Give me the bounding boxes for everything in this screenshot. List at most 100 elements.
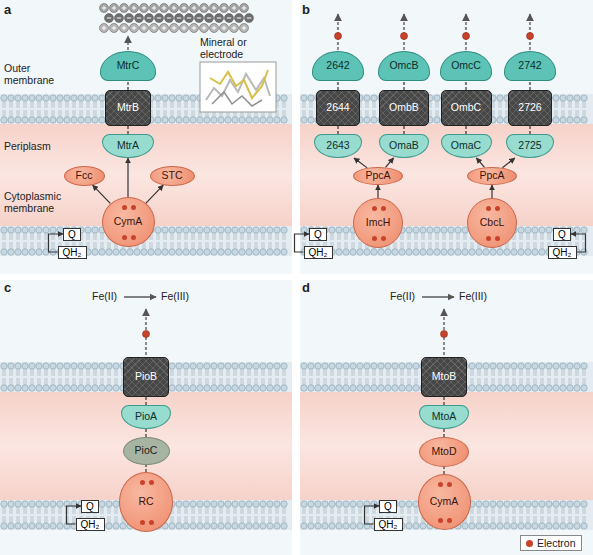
lipid-head	[78, 363, 84, 369]
lipid-head	[232, 363, 238, 369]
lipid-tail	[333, 369, 334, 376]
lipid-tail	[194, 369, 195, 376]
lipid-tail	[171, 110, 172, 117]
lipid-tail	[103, 242, 104, 249]
lipid-tail	[305, 378, 306, 385]
lipid-head	[190, 95, 196, 101]
lipid-tail	[276, 242, 277, 249]
lipid-head	[574, 385, 580, 391]
lipid-tail	[17, 233, 18, 240]
lipid-tail	[576, 369, 577, 376]
lipid-tail	[269, 378, 270, 385]
lipid-head	[50, 501, 56, 507]
lipid-head	[197, 227, 203, 233]
lipid-head	[539, 501, 545, 507]
lipid-tail	[192, 369, 193, 376]
lipid-head	[85, 227, 91, 233]
lipid-tail	[157, 233, 158, 240]
lipid-tail	[68, 110, 69, 117]
lipid-tail	[227, 369, 228, 376]
lipid-tail	[373, 378, 374, 385]
lipid-tail	[473, 242, 474, 249]
lipid-tail	[73, 110, 74, 117]
lipid-tail	[17, 110, 18, 117]
lipid-tail	[422, 233, 423, 240]
lipid-head	[218, 363, 224, 369]
lipid-tail	[564, 101, 565, 108]
lipid-tail	[241, 378, 242, 385]
lipid-tail	[52, 378, 53, 385]
lipid-head	[162, 95, 168, 101]
lipid-head	[155, 249, 161, 255]
lipid-tail	[38, 507, 39, 514]
lipid-head	[253, 227, 259, 233]
lipid-head	[413, 523, 419, 529]
lipid-tail	[40, 516, 41, 523]
lipid-tail	[317, 369, 318, 376]
lipid-tail	[571, 101, 572, 108]
lipid-tail	[548, 378, 549, 385]
lipid-tail	[354, 516, 355, 523]
lipid-tail	[150, 242, 151, 249]
lipid-tail	[213, 507, 214, 514]
lipid-tail	[145, 242, 146, 249]
lipid-tail	[54, 110, 55, 117]
lipid-tail	[87, 110, 88, 117]
lipid-tail	[515, 378, 516, 385]
lipid-head	[560, 95, 566, 101]
lipid-tail	[68, 507, 69, 514]
lipid-tail	[583, 101, 584, 108]
lipid-tail	[75, 378, 76, 385]
lipid-tail	[492, 110, 493, 117]
lipid-tail	[269, 233, 270, 240]
lipid-head	[15, 227, 21, 233]
lipid-tail	[345, 378, 346, 385]
lipid-head	[29, 385, 35, 391]
lipid-tail	[199, 101, 200, 108]
lipid-tail	[354, 507, 355, 514]
lipid-head	[8, 385, 14, 391]
lipid-head	[336, 363, 342, 369]
lipid-tail	[354, 242, 355, 249]
lipid-tail	[152, 101, 153, 108]
lipid-head	[8, 117, 14, 123]
lipid-head	[469, 363, 475, 369]
lipid-tail	[73, 507, 74, 514]
lipid-head	[504, 385, 510, 391]
lipid-head	[253, 363, 259, 369]
lipid-head	[518, 363, 524, 369]
lipid-head	[560, 117, 566, 123]
lipid-tail	[415, 242, 416, 249]
lipid-tail	[548, 516, 549, 523]
lipid-head	[455, 249, 461, 255]
lipid-tail	[206, 378, 207, 385]
lipid-tail	[338, 242, 339, 249]
lipid-tail	[401, 507, 402, 514]
lipid-head	[469, 523, 475, 529]
lipid-tail	[213, 369, 214, 376]
lipid-tail	[19, 101, 20, 108]
lipid-tail	[222, 378, 223, 385]
lipid-tail	[271, 233, 272, 240]
lipid-tail	[199, 369, 200, 376]
lipid-tail	[571, 516, 572, 523]
lipid-head	[539, 363, 545, 369]
lipid-tail	[236, 233, 237, 240]
panel-ground	[300, 0, 593, 274]
lipid-tail	[47, 101, 48, 108]
lipid-tail	[201, 516, 202, 523]
lipid-tail	[501, 378, 502, 385]
lipid-tail	[522, 233, 523, 240]
lipid-head	[574, 227, 580, 233]
lipid-tail	[368, 110, 369, 117]
lipid-tail	[506, 101, 507, 108]
lipid-tail	[305, 516, 306, 523]
lipid-head	[518, 501, 524, 507]
lipid-tail	[243, 378, 244, 385]
lipid-head	[539, 385, 545, 391]
lipid-tail	[352, 369, 353, 376]
lipid-head	[246, 117, 252, 123]
lipid-tail	[529, 242, 530, 249]
lipid-tail	[33, 507, 34, 514]
lipid-head	[57, 385, 63, 391]
